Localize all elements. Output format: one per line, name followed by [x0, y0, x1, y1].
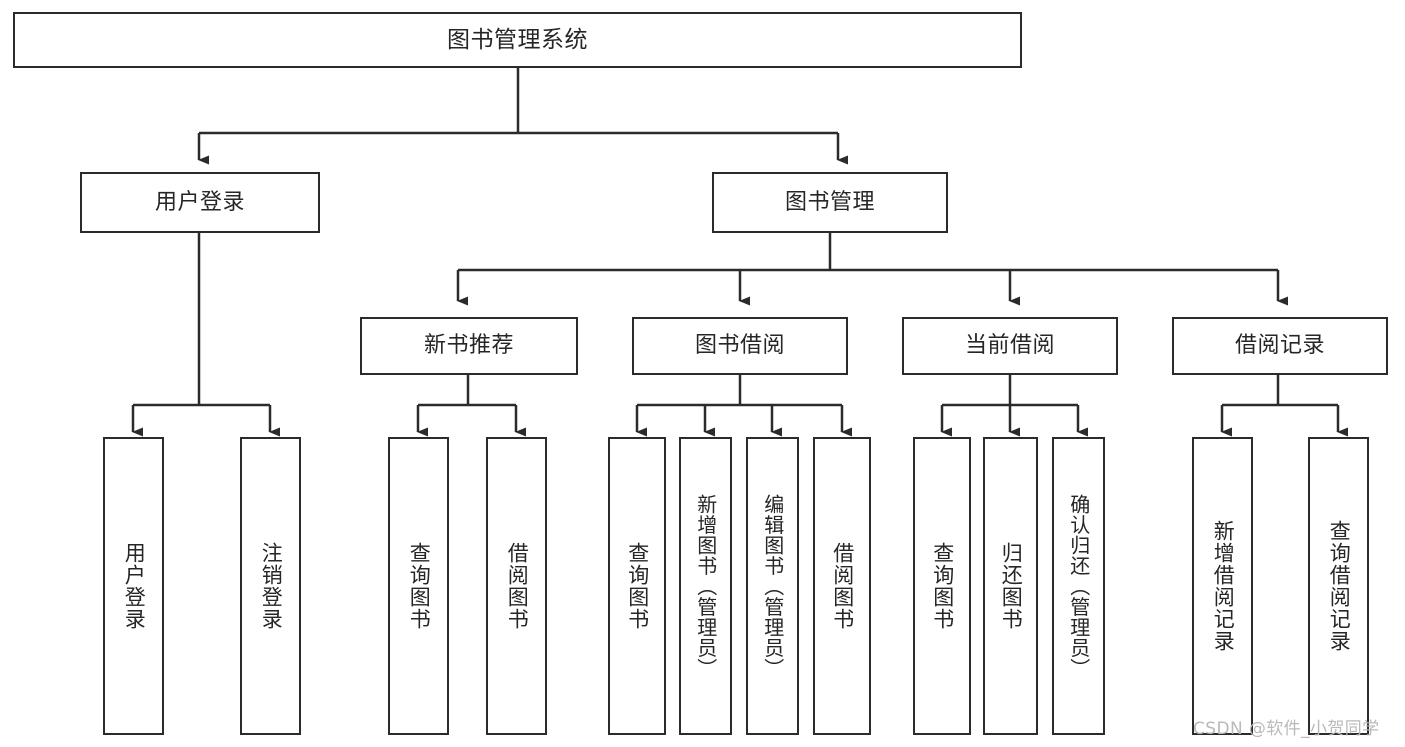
node-label: 图书管理 [784, 189, 875, 215]
node-label: 图书借阅 [694, 333, 785, 358]
node-current-borrow[interactable]: 当前借阅 [902, 317, 1118, 375]
leaf-add-borrow-record[interactable]: 新增借阅记录 [1192, 437, 1253, 735]
node-root-book-management-system[interactable]: 图书管理系统 [13, 12, 1022, 68]
node-label: 新增借阅记录 [1211, 520, 1236, 652]
leaf-borrow-book[interactable]: 借阅图书 [813, 437, 871, 735]
node-book-borrow[interactable]: 图书借阅 [632, 317, 848, 375]
node-book-management[interactable]: 图书管理 [712, 172, 948, 233]
node-label: 借阅图书 [505, 542, 530, 630]
node-label: 当前借阅 [964, 333, 1055, 358]
leaf-query-book-current[interactable]: 查询图书 [913, 437, 971, 735]
csdn-watermark: CSDN @软件_小贺同学 [1193, 719, 1380, 739]
leaf-user-logout[interactable]: 注销登录 [240, 437, 301, 735]
node-label: 用户登录 [122, 542, 147, 630]
node-label: 编辑图书（管理员） [760, 493, 785, 679]
node-label: 查询借阅记录 [1327, 520, 1352, 652]
leaf-confirm-return-admin[interactable]: 确认归还（管理员） [1052, 437, 1105, 735]
node-label: 借阅记录 [1234, 333, 1325, 358]
leaf-edit-book-admin[interactable]: 编辑图书（管理员） [746, 437, 799, 735]
node-new-book-recommend[interactable]: 新书推荐 [360, 317, 578, 375]
node-label: 借阅图书 [830, 542, 855, 630]
node-user-login[interactable]: 用户登录 [80, 172, 320, 233]
node-label: 查询图书 [625, 542, 650, 630]
node-label: 注销登录 [259, 542, 284, 630]
leaf-query-book-recommend[interactable]: 查询图书 [388, 437, 449, 735]
node-borrow-record[interactable]: 借阅记录 [1172, 317, 1388, 375]
node-label: 归还图书 [999, 542, 1024, 630]
node-label: 用户登录 [154, 189, 245, 215]
leaf-borrow-book-recommend[interactable]: 借阅图书 [486, 437, 547, 735]
leaf-user-login[interactable]: 用户登录 [103, 437, 164, 735]
node-label: 查询图书 [407, 542, 432, 630]
leaf-return-book[interactable]: 归还图书 [983, 437, 1038, 735]
node-label: 新增图书（管理员） [693, 493, 718, 679]
leaf-add-book-admin[interactable]: 新增图书（管理员） [679, 437, 732, 735]
leaf-query-book-borrow[interactable]: 查询图书 [608, 437, 666, 735]
node-label: 新书推荐 [423, 333, 514, 358]
node-label: 确认归还（管理员） [1066, 493, 1091, 679]
node-label: 查询图书 [930, 542, 955, 630]
leaf-query-borrow-record[interactable]: 查询借阅记录 [1308, 437, 1369, 735]
node-label: 图书管理系统 [447, 26, 588, 53]
